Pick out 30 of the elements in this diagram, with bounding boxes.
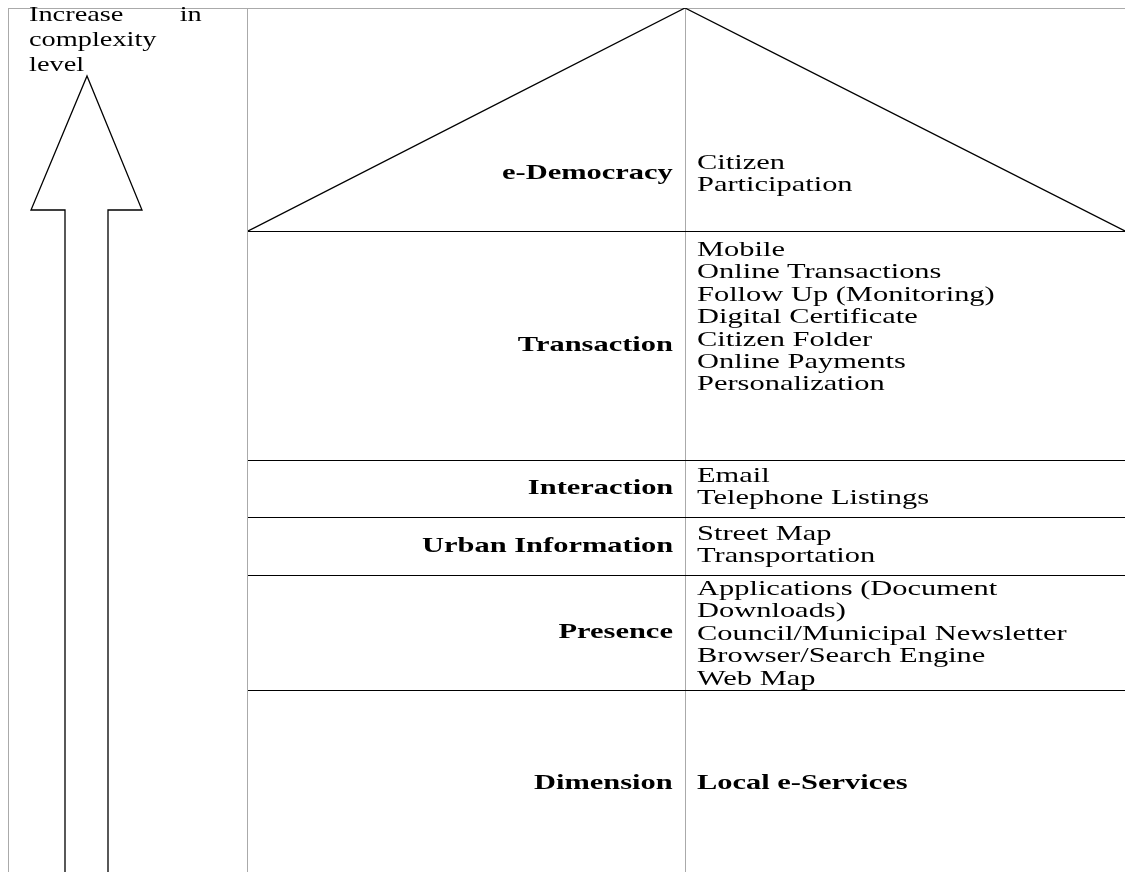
service-item: Transportation [697,544,876,567]
roof-triangle [248,8,1125,231]
table-row [248,690,1125,872]
service-item: Digital Certificate [697,305,918,328]
dimension-heading: Interaction [527,476,673,499]
table-row [248,231,1125,460]
service-item: Council/Municipal Newsletter [697,621,1068,645]
service-item: Email [697,464,771,487]
axis-label: Increase in complexity level [29,2,202,77]
service-item: Local e-Services [697,771,908,794]
table-row [248,575,1125,690]
dimension-heading: Transaction [517,333,673,356]
service-item: Online Transactions [697,260,943,283]
dimension-heading: e-Democracy [502,161,673,184]
service-item: Mobile [697,238,786,261]
table-row [248,460,1125,517]
service-item: Citizen Participation [697,151,854,196]
service-item: Follow Up (Monitoring) [697,282,995,306]
dimension-heading: Presence [558,620,673,643]
service-item: Browser/Search Engine [697,644,987,667]
service-item: Applications (Document Downloads) [697,577,999,622]
table-row [248,517,1125,575]
dimension-heading: Dimension [534,771,673,794]
service-item: Telephone Listings [697,486,930,509]
service-item: Personalization [697,372,885,395]
service-item: Street Map [697,522,833,545]
service-item: Online Payments [697,350,907,373]
dimension-heading: Urban Information [421,534,673,557]
service-item: Citizen Folder [697,327,874,351]
service-item: Web Map [697,666,817,690]
